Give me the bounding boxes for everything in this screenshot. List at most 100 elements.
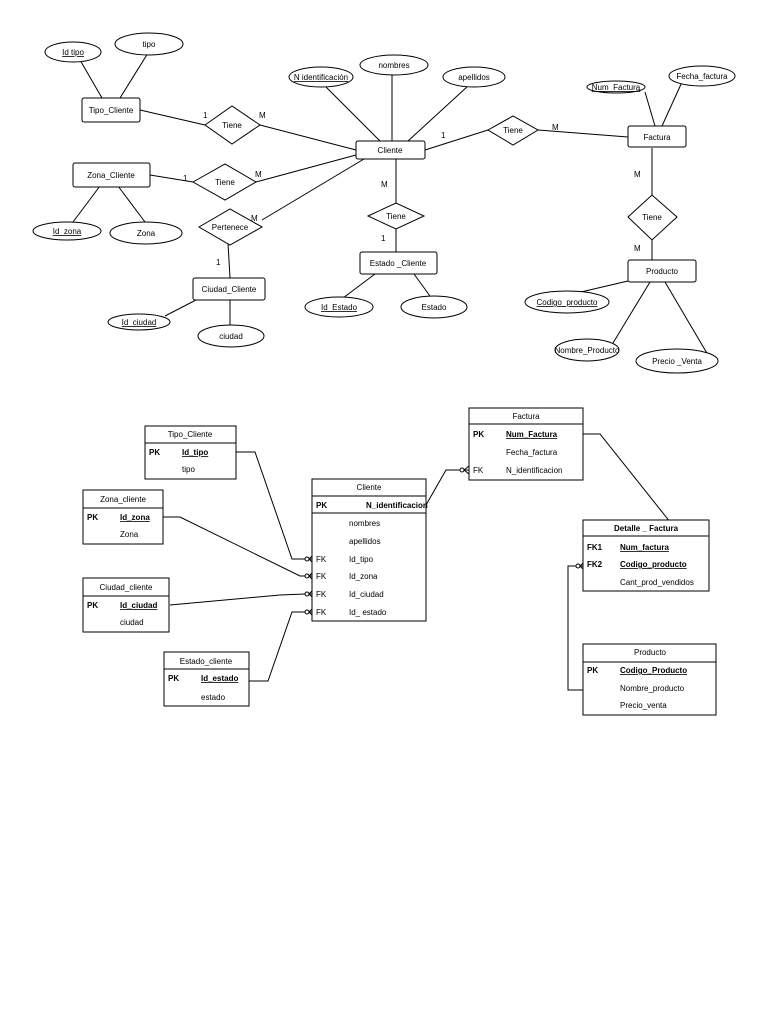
relationship-label: Tiene bbox=[386, 212, 406, 221]
relationship-pertenece[interactable]: Pertenece bbox=[198, 208, 264, 246]
attribute-num-factura[interactable]: Num_Factura bbox=[586, 80, 646, 94]
column-name: nombres bbox=[349, 519, 380, 528]
crows-foot-icon bbox=[459, 465, 470, 475]
cardinality-many: M bbox=[255, 170, 262, 179]
relationship-label: Tiene bbox=[222, 121, 242, 130]
column-name: Nombre_producto bbox=[620, 684, 685, 693]
cardinality-one: 1 bbox=[216, 258, 221, 267]
attribute-tipo[interactable]: tipo bbox=[114, 32, 184, 56]
attribute-apellidos[interactable]: apellidos bbox=[442, 66, 506, 88]
table-title: Cliente bbox=[357, 483, 382, 492]
column-name: Cant_prod_vendidos bbox=[620, 578, 694, 587]
attribute-id-estado[interactable]: Id_Estado bbox=[304, 296, 374, 318]
cardinality-one: 1 bbox=[381, 234, 386, 243]
relationship-tiene-producto[interactable]: Tiene bbox=[627, 194, 678, 241]
attribute-nombres[interactable]: nombres bbox=[359, 54, 429, 76]
column-name: estado bbox=[201, 693, 226, 702]
attribute-n-identificacion[interactable]: N identificación bbox=[288, 66, 354, 88]
entity-label: Cliente bbox=[378, 146, 403, 155]
attribute-zona[interactable]: Zona bbox=[109, 221, 183, 245]
column-key: FK bbox=[316, 572, 327, 581]
column-key: FK bbox=[316, 608, 327, 617]
column-name: Id_ciudad bbox=[120, 601, 157, 610]
column-name: Codigo_Producto bbox=[620, 666, 687, 675]
column-key: FK bbox=[316, 590, 327, 599]
column-key: PK bbox=[473, 430, 484, 439]
table-cliente[interactable]: Cliente PK N_identificacion nombres apel… bbox=[311, 478, 428, 622]
column-key: PK bbox=[87, 513, 98, 522]
entity-producto[interactable]: Producto bbox=[627, 259, 697, 283]
attribute-label: Zona bbox=[137, 229, 156, 238]
attribute-ciudad[interactable]: ciudad bbox=[197, 324, 265, 348]
column-key: FK1 bbox=[587, 543, 603, 552]
entity-tipo-cliente[interactable]: Tipo_Cliente bbox=[81, 97, 141, 123]
relationship-label: Tiene bbox=[503, 126, 523, 135]
table-tipo-cliente[interactable]: Tipo_Cliente PK Id_tipo tipo bbox=[144, 425, 237, 480]
table-detalle-factura[interactable]: Detalle _ Factura FK1 Num_factura FK2 Co… bbox=[582, 519, 710, 592]
entity-ciudad-cliente[interactable]: Ciudad_Cliente bbox=[192, 277, 266, 301]
cardinality-labels: 1 M 1 M M 1 M 1 1 M M M bbox=[183, 111, 641, 267]
relationship-tiene-tipo[interactable]: Tiene bbox=[204, 105, 261, 145]
entity-cliente[interactable]: Cliente bbox=[355, 140, 426, 160]
table-title: Tipo_Cliente bbox=[168, 430, 213, 439]
table-zona-cliente[interactable]: Zona_cliente PK Id_zona Zona bbox=[82, 489, 164, 545]
entity-zona-cliente[interactable]: Zona_Cliente bbox=[72, 162, 151, 188]
column-name: Fecha_factura bbox=[506, 448, 558, 457]
column-name: tipo bbox=[182, 465, 195, 474]
cardinality-many: M bbox=[381, 180, 388, 189]
attribute-id-ciudad[interactable]: Id_ciudad bbox=[107, 313, 171, 331]
relationship-tiene-factura[interactable]: Tiene bbox=[487, 115, 539, 146]
entity-estado-cliente[interactable]: Estado _Cliente bbox=[359, 251, 438, 275]
column-name: Codigo_producto bbox=[620, 560, 687, 569]
attribute-nombre-producto[interactable]: Nombre_Producto bbox=[554, 338, 620, 362]
column-key: PK bbox=[168, 674, 179, 683]
column-name: Num_Factura bbox=[506, 430, 558, 439]
attribute-label: Id_zona bbox=[53, 227, 82, 236]
table-title: Detalle _ Factura bbox=[614, 524, 679, 533]
column-name: apellidos bbox=[349, 537, 381, 546]
table-producto[interactable]: Producto PK Codigo_Producto Nombre_produ… bbox=[582, 643, 717, 716]
entity-label: Producto bbox=[646, 267, 679, 276]
attribute-label: Id_ciudad bbox=[122, 318, 157, 327]
table-factura[interactable]: Factura PK Num_Factura Fecha_factura FK … bbox=[468, 407, 584, 481]
attribute-label: nombres bbox=[378, 61, 409, 70]
table-estado-cliente[interactable]: Estado_cliente PK Id_estado estado bbox=[163, 651, 250, 707]
cardinality-one: 1 bbox=[441, 131, 446, 140]
relationship-tiene-zona[interactable]: Tiene bbox=[191, 163, 257, 201]
relationship-tiene-estado[interactable]: Tiene bbox=[366, 202, 426, 230]
attribute-label: Num_Factura bbox=[592, 83, 641, 92]
attribute-label: Estado bbox=[422, 303, 447, 312]
attribute-fecha-factura[interactable]: Fecha_factura bbox=[668, 65, 736, 87]
attribute-label: tipo bbox=[143, 40, 156, 49]
attribute-label: ciudad bbox=[219, 332, 243, 341]
column-name: Num_factura bbox=[620, 543, 669, 552]
attribute-label: Id_Estado bbox=[321, 303, 358, 312]
column-name: Id_ciudad bbox=[349, 590, 384, 599]
table-title: Zona_cliente bbox=[100, 495, 146, 504]
relational-links bbox=[163, 433, 703, 691]
entity-factura[interactable]: Factura bbox=[627, 125, 687, 148]
cardinality-one: 1 bbox=[183, 174, 188, 183]
attribute-label: Codigo_producto bbox=[537, 298, 598, 307]
table-title: Ciudad_cliente bbox=[100, 583, 153, 592]
relationship-label: Pertenece bbox=[212, 223, 249, 232]
cardinality-many: M bbox=[634, 170, 641, 179]
cardinality-many: M bbox=[634, 244, 641, 253]
attribute-estado[interactable]: Estado bbox=[400, 295, 468, 319]
column-name: N_identificacion bbox=[366, 501, 428, 510]
attribute-codigo-producto[interactable]: Codigo_producto bbox=[524, 290, 610, 314]
entity-label: Ciudad_Cliente bbox=[202, 285, 257, 294]
attribute-id-tipo[interactable]: Id tipo bbox=[44, 41, 102, 63]
entity-label: Estado _Cliente bbox=[370, 259, 427, 268]
attribute-label: N identificación bbox=[294, 73, 348, 82]
attribute-id-zona[interactable]: Id_zona bbox=[32, 221, 102, 241]
attribute-precio-venta[interactable]: Precio _Venta bbox=[635, 348, 719, 374]
attribute-label: Fecha_factura bbox=[676, 72, 728, 81]
cardinality-one: 1 bbox=[203, 111, 208, 120]
column-name: Id_tipo bbox=[182, 448, 208, 457]
column-key: PK bbox=[316, 501, 327, 510]
table-ciudad-cliente[interactable]: Ciudad_cliente PK Id_ciudad ciudad bbox=[82, 577, 170, 633]
entity-label: Tipo_Cliente bbox=[89, 106, 134, 115]
relationship-label: Tiene bbox=[642, 213, 662, 222]
